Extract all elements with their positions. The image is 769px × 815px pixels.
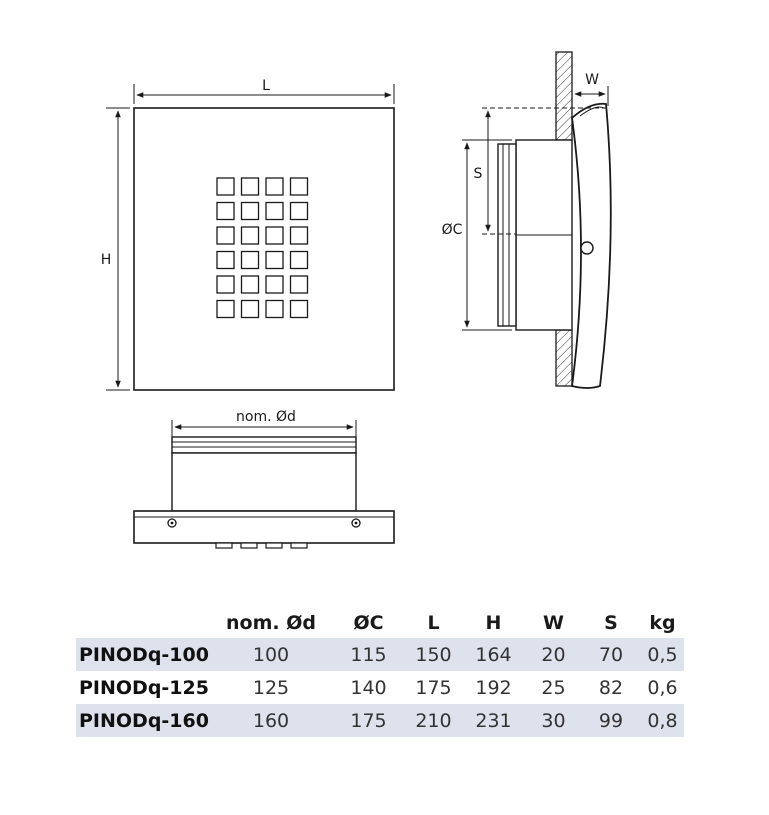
grille-square <box>240 177 260 196</box>
grille-square <box>289 299 309 319</box>
grille-square <box>265 226 284 245</box>
front-view: L H <box>101 78 395 391</box>
cell-outer-diameter: 140 <box>350 676 387 699</box>
nominal-diameter-label: nom. Ød <box>236 409 296 425</box>
wall-upper <box>555 51 573 141</box>
grille-square <box>240 275 260 294</box>
grille-square <box>265 201 284 221</box>
header-height: H <box>485 612 502 634</box>
cell-outer-diameter: 115 <box>331 638 406 671</box>
vent-slot <box>240 542 258 549</box>
table-header-row: nom. Ød ØC L H W S kg <box>76 608 684 638</box>
grille-openings <box>216 177 309 319</box>
grille-square <box>216 275 235 294</box>
grille-square <box>265 250 284 270</box>
screw-point <box>580 241 594 255</box>
header-model <box>76 608 211 638</box>
outer-diameter-label: ØC <box>442 222 463 238</box>
cell-height: 231 <box>461 704 526 737</box>
cell-length: 210 <box>406 704 461 737</box>
cell-nominal-diameter: 125 <box>252 676 290 699</box>
cell-nominal-diameter: 100 <box>211 638 331 671</box>
grille-square <box>289 275 309 294</box>
grille-square <box>240 226 260 245</box>
grille-square <box>265 275 284 294</box>
cell-spacing: 99 <box>581 704 641 737</box>
cell-nominal-diameter: 160 <box>211 704 331 737</box>
cell-length: 175 <box>415 676 452 699</box>
specifications-table: nom. Ød ØC L H W S kg PINODq-100 100 115… <box>76 608 684 737</box>
header-outer-diameter: ØC <box>353 612 384 634</box>
header-length: L <box>427 612 440 634</box>
height-label: H <box>101 252 112 268</box>
wall-lower <box>555 329 573 387</box>
cell-width: 20 <box>526 638 581 671</box>
grille-square <box>216 299 235 319</box>
header-width: W <box>543 612 564 634</box>
vent-slot <box>265 542 283 549</box>
grille-square <box>216 201 235 221</box>
header-weight: kg <box>649 612 676 634</box>
spigot-body <box>171 452 357 512</box>
side-view: W S ØC <box>442 51 612 389</box>
grille-square <box>216 250 235 270</box>
bottom-view: nom. Ød <box>133 409 395 549</box>
cell-width: 25 <box>541 676 566 699</box>
spigot-ring <box>171 436 357 454</box>
base-plate <box>133 510 395 544</box>
vent-slot <box>215 542 233 549</box>
grille-square <box>240 250 260 270</box>
length-dimension: L <box>133 78 395 104</box>
model-name: PINODq-100 <box>76 638 211 671</box>
spacing-label: S <box>474 166 483 182</box>
height-dimension: H <box>101 107 130 391</box>
cell-weight: 0,5 <box>641 638 684 671</box>
grille-square <box>289 177 309 196</box>
spacing-dimension: S <box>474 110 491 232</box>
cell-spacing: 82 <box>598 676 624 699</box>
model-name: PINODq-125 <box>79 676 209 699</box>
grille-square <box>289 226 309 245</box>
cell-weight: 0,6 <box>647 676 678 699</box>
header-spacing: S <box>604 612 618 634</box>
front-panel <box>133 107 395 391</box>
grille-square <box>216 177 235 196</box>
grille-square <box>289 201 309 221</box>
cell-height: 164 <box>461 638 526 671</box>
nominal-diameter-dimension: nom. Ød <box>171 409 357 440</box>
cell-spacing: 70 <box>581 638 641 671</box>
outer-diameter-dimension: ØC <box>442 139 512 331</box>
grille-square <box>216 226 235 245</box>
model-name: PINODq-160 <box>76 704 211 737</box>
header-nominal-diameter: nom. Ød <box>226 612 316 634</box>
width-dimension: W <box>571 72 609 110</box>
table-row: PINODq-100 100 115 150 164 20 70 0,5 <box>76 638 684 671</box>
grille-square <box>240 201 260 221</box>
cell-width: 30 <box>526 704 581 737</box>
grille-square <box>289 250 309 270</box>
table-row: PINODq-125 125 140 175 192 25 82 0,6 <box>76 671 684 704</box>
length-label: L <box>262 78 270 94</box>
vent-slot <box>290 542 308 549</box>
grille-square <box>240 299 260 319</box>
spigot-flange <box>497 143 517 327</box>
cell-length: 150 <box>406 638 461 671</box>
technical-drawing: L H W <box>101 51 612 549</box>
table-row: PINODq-160 160 175 210 231 30 99 0,8 <box>76 704 684 737</box>
width-label: W <box>585 72 599 88</box>
cell-weight: 0,8 <box>641 704 684 737</box>
grille-square <box>265 177 284 196</box>
cell-outer-diameter: 175 <box>331 704 406 737</box>
cell-height: 192 <box>475 676 512 699</box>
grille-square <box>265 299 284 319</box>
